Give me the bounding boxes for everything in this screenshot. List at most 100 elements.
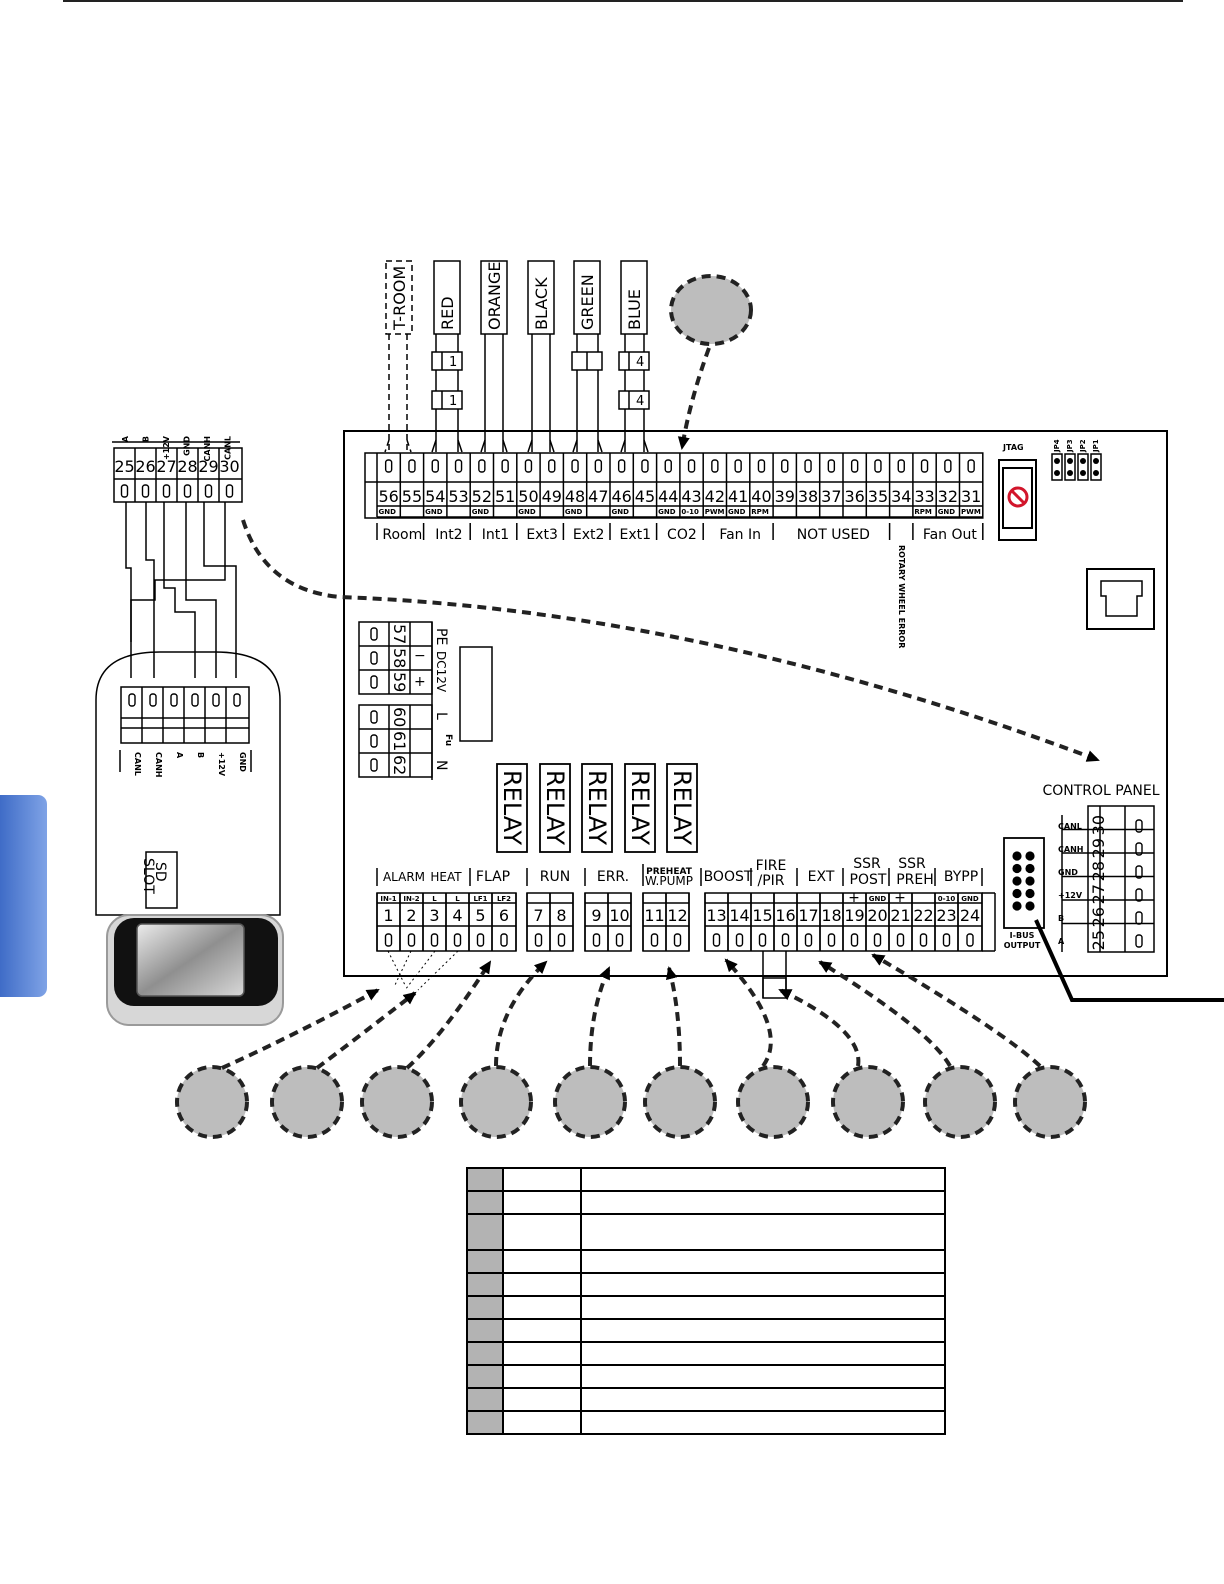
terminal-screw-34 [897,459,905,473]
jumper-pins [1077,453,1089,481]
terminal-sublabel: GND [518,508,536,516]
relay-4 [624,763,656,853]
ibus-pin [1025,901,1035,911]
jumper-pin [1067,458,1073,464]
legend-num-cell [466,1190,504,1215]
connector-terminal-25: 25 [114,457,134,476]
legend-desc-cell [580,1341,946,1366]
terminal-number-54: 54 [425,487,445,506]
ibus-label: OUTPUT [1004,941,1041,950]
terminal-number-45: 45 [635,487,655,506]
terminal-number-52: 52 [472,487,492,506]
callout-circle [923,1065,997,1139]
terminal-group-label: Ext2 [573,527,605,543]
connector-signal-A: A [121,435,130,442]
panel-terminal-25: 25 [1089,930,1108,950]
module-screw [170,693,178,707]
terminal-screw-17 [804,933,813,947]
terminal-screw-53 [454,459,463,473]
sd-slot-label: SD [152,862,168,882]
terminal-group-label: Int1 [482,527,509,543]
l-label: L [433,712,449,720]
terminal-screw-20 [873,933,882,947]
terminal-number-33: 33 [914,487,934,506]
terminal-group-label: Fan In [719,527,761,543]
module-screw [233,693,241,707]
terminal-sublabel: GND [379,508,397,516]
module-screw [191,693,199,707]
terminal-sublabel: GND [612,508,630,516]
terminal-screw-3 [430,933,439,947]
terminal-number-9: 9 [591,906,601,925]
plus-sign: + [894,890,906,906]
preh-label: PREH [896,872,934,888]
terminal-number-1: 1 [383,906,393,925]
callout-circle [360,1065,434,1139]
relay-3 [581,763,613,853]
panel-screw-25 [1135,934,1143,948]
terminal-number-5: 5 [475,906,485,925]
terminal-sublabel: GND [869,895,887,903]
terminal-screw-21 [896,933,905,947]
sensor-wire-bend [527,439,533,453]
legend-num-cell [466,1364,504,1389]
fire-label: FIRE [756,858,787,874]
panel-signal-GND: GND [1058,868,1078,877]
module-signal-B: B [196,752,205,758]
ibus-pin [1025,851,1035,861]
terminal-sublabel: PWM [705,508,725,516]
sensor-wire-bend [643,439,649,453]
callout-arrow [778,988,861,1067]
sensor-wire-bend [457,439,463,453]
jtag-label: JTAG [1002,443,1024,452]
module-housing [95,651,281,916]
callout-arrow [241,519,1100,762]
legend-code-cell [502,1364,582,1389]
legend-desc-cell [580,1410,946,1435]
boost-label: BOOST [704,869,753,885]
terminal-sublabel: LF1 [473,895,487,903]
terminal-number-10: 10 [609,906,629,925]
panel-terminal-28: 28 [1089,861,1108,881]
terminal-screw-24 [966,933,974,947]
ibus-pin [1012,876,1022,886]
terminal-number-17: 17 [798,906,818,925]
terminal-screw-47 [594,459,603,473]
terminal-number-18: 18 [821,906,841,925]
connector-terminal-28: 28 [177,457,197,476]
jumper-pin [1080,470,1086,476]
power-screw-62 [370,758,378,772]
pir-label: /PIR [757,873,784,889]
panel-screw-29 [1135,842,1143,856]
terminal-screw-40 [757,459,766,473]
bypp-label: BYPP [944,869,978,885]
connector-terminal-30: 30 [219,457,239,476]
bus-wire [163,502,196,678]
alarm-wire [404,950,436,991]
connector-screw-26 [141,484,150,498]
relay-1 [496,763,528,853]
n-label: N [433,760,449,770]
terminal-screw-46 [617,459,626,473]
terminal-number-46: 46 [611,487,631,506]
rotary-wheel-error-label: ROTARY WHEEL ERROR [897,545,906,648]
legend-num-cell [466,1387,504,1412]
power-screw-57 [370,627,378,641]
terminal-screw-13 [712,933,721,947]
wpump-label: W.PUMP [645,874,693,888]
ibus-cable [1034,919,1224,1002]
legend-desc-cell [580,1364,946,1389]
terminal-screw-22 [919,933,928,947]
terminal-number-48: 48 [565,487,585,506]
flap-label: FLAP [476,869,510,885]
ibus-connector [1003,837,1045,929]
sensor-wire-label: GREEN [578,274,597,330]
terminal-number-14: 14 [729,906,749,925]
callout-circle [1013,1065,1087,1139]
sensor-box [385,260,413,335]
terminal-screw-50 [524,459,533,473]
terminal-number-53: 53 [448,487,468,506]
no-access-icon-bar [1010,489,1026,505]
terminal-number-7: 7 [533,906,543,925]
terminal-sublabel: 0-10 [681,508,699,516]
